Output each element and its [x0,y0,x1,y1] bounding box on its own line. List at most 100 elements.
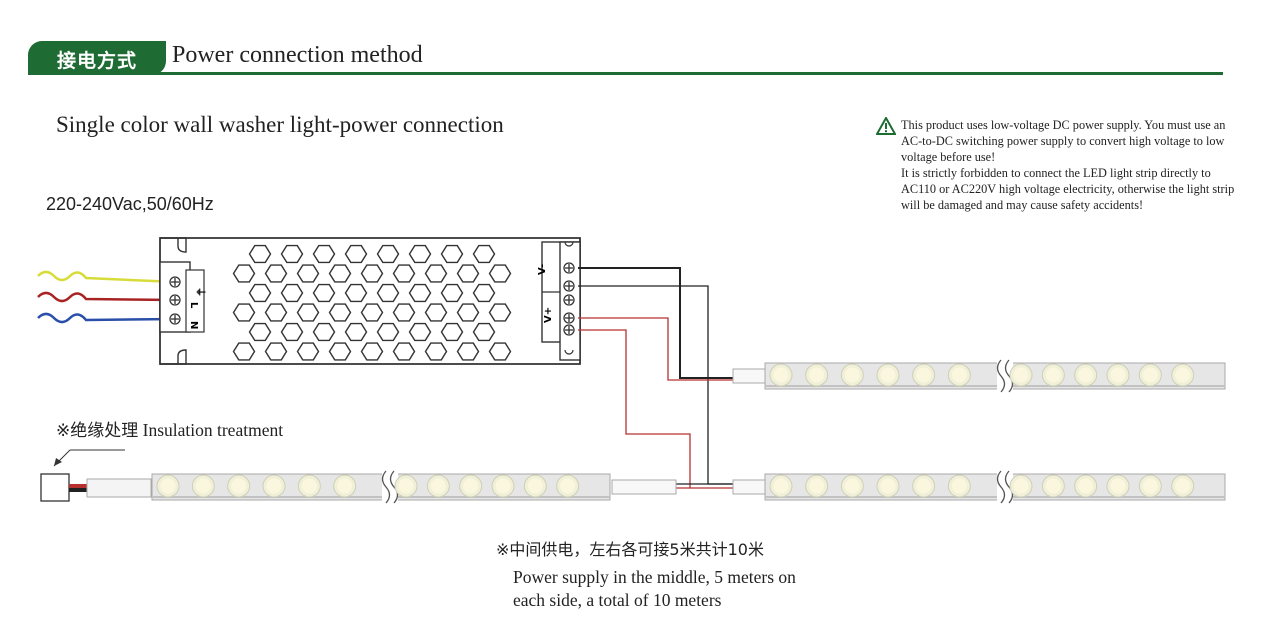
led-chip [297,474,321,498]
led-chip [1041,363,1065,387]
led-chip [156,474,180,498]
vent-hex [472,244,496,264]
led-chip [333,474,357,498]
led-chip [491,474,515,498]
insulation-label-en: Insulation treatment [142,420,284,440]
led-chip [1074,474,1098,498]
led-chip [262,474,286,498]
vent-hex [488,264,512,283]
vent-hex [344,244,368,264]
supply-note-en-line-1: Power supply in the middle, 5 meters on [513,567,796,587]
led-chip [876,363,900,387]
led-chip [840,474,864,498]
led-chip [1074,363,1098,387]
vent-hex [312,244,336,264]
warning-note: This product uses low-voltage DC power s… [876,117,1236,213]
vent-hex [488,303,512,322]
led-chip [769,363,793,387]
led-chip [1171,474,1195,498]
diagram-subtitle: Single color wall washer light-power con… [56,112,504,137]
vent-hex [328,264,352,283]
vent-hex [344,283,368,303]
vent-hex [440,244,464,264]
page-title: Power connection method [172,42,423,68]
led-chip [947,474,971,498]
warning-triangle-icon [876,117,896,135]
led-chip [1106,474,1130,498]
vent-hex [408,283,432,303]
ac-input-wires [37,270,177,324]
terminal-screw [169,276,181,288]
terminal-notch [564,241,574,247]
vent-hex [456,303,480,322]
led-chip [912,474,936,498]
vent-hex [424,342,448,361]
negative-wire-bottom-strip [578,285,735,485]
led-chip [1138,474,1162,498]
vent-hex [360,342,384,361]
led-chip [1171,363,1195,387]
vent-hex [392,264,416,283]
vent-hex [232,342,256,361]
led-chip [912,363,936,387]
terminal-positive-label: V+ [543,307,554,323]
led-chip [840,363,864,387]
dc-output-wires [578,267,735,489]
vent-hex [376,283,400,303]
live-wire [37,291,177,303]
vent-hex [472,322,496,342]
vent-hex [424,264,448,283]
vent-hex [296,264,320,283]
vent-hex [472,283,496,303]
power-supply: ⏚ L N V- V+ [159,237,581,365]
led-chip [769,474,793,498]
vent-hex [264,342,288,361]
positive-wire-bottom-strip [578,329,735,489]
led-chip [1106,363,1130,387]
terminal-live-label: L [188,302,199,309]
supply-note-cn: ※中间供电，左右各可接5米共计10米 [496,540,764,559]
vent-hex [248,322,272,342]
vent-hex [280,322,304,342]
terminal-screw [563,294,575,306]
warning-text-1: This product uses low-voltage DC power s… [901,118,1226,164]
vent-hex [456,264,480,283]
vent-hex [296,342,320,361]
insulation-cap [40,449,152,502]
terminal-negative-label: V- [537,264,548,275]
led-chip [426,474,450,498]
led-chip [227,474,251,498]
vent-hex [312,322,336,342]
vent-hex [408,244,432,264]
header-divider [28,72,1223,75]
vent-hex [456,342,480,361]
strip-connector-bottom [732,479,766,495]
vent-hex [328,342,352,361]
vent-hex [392,342,416,361]
led-chip [805,363,829,387]
vent-hex [360,264,384,283]
insulation-mark-cn: ※绝缘处理 [56,421,139,441]
warning-text-2: It is strictly forbidden to connect the … [901,166,1235,212]
led-chip [1009,363,1033,387]
vent-hex [328,303,352,322]
vent-hex [280,283,304,303]
vent-hex [264,264,288,283]
terminal-screw [563,312,575,324]
vent-hex [296,303,320,322]
vent-hex [376,244,400,264]
vent-hex [280,244,304,264]
led-chip [556,474,580,498]
vent-hex [360,303,384,322]
vent-hex [248,283,272,303]
led-chip [1138,363,1162,387]
led-chip [805,474,829,498]
vent-hex [488,342,512,361]
terminal-screw [169,313,181,325]
led-chip [191,474,215,498]
vent-hex [440,322,464,342]
vent-hex [264,303,288,322]
vent-honeycomb [232,244,512,361]
vent-hex [424,303,448,322]
